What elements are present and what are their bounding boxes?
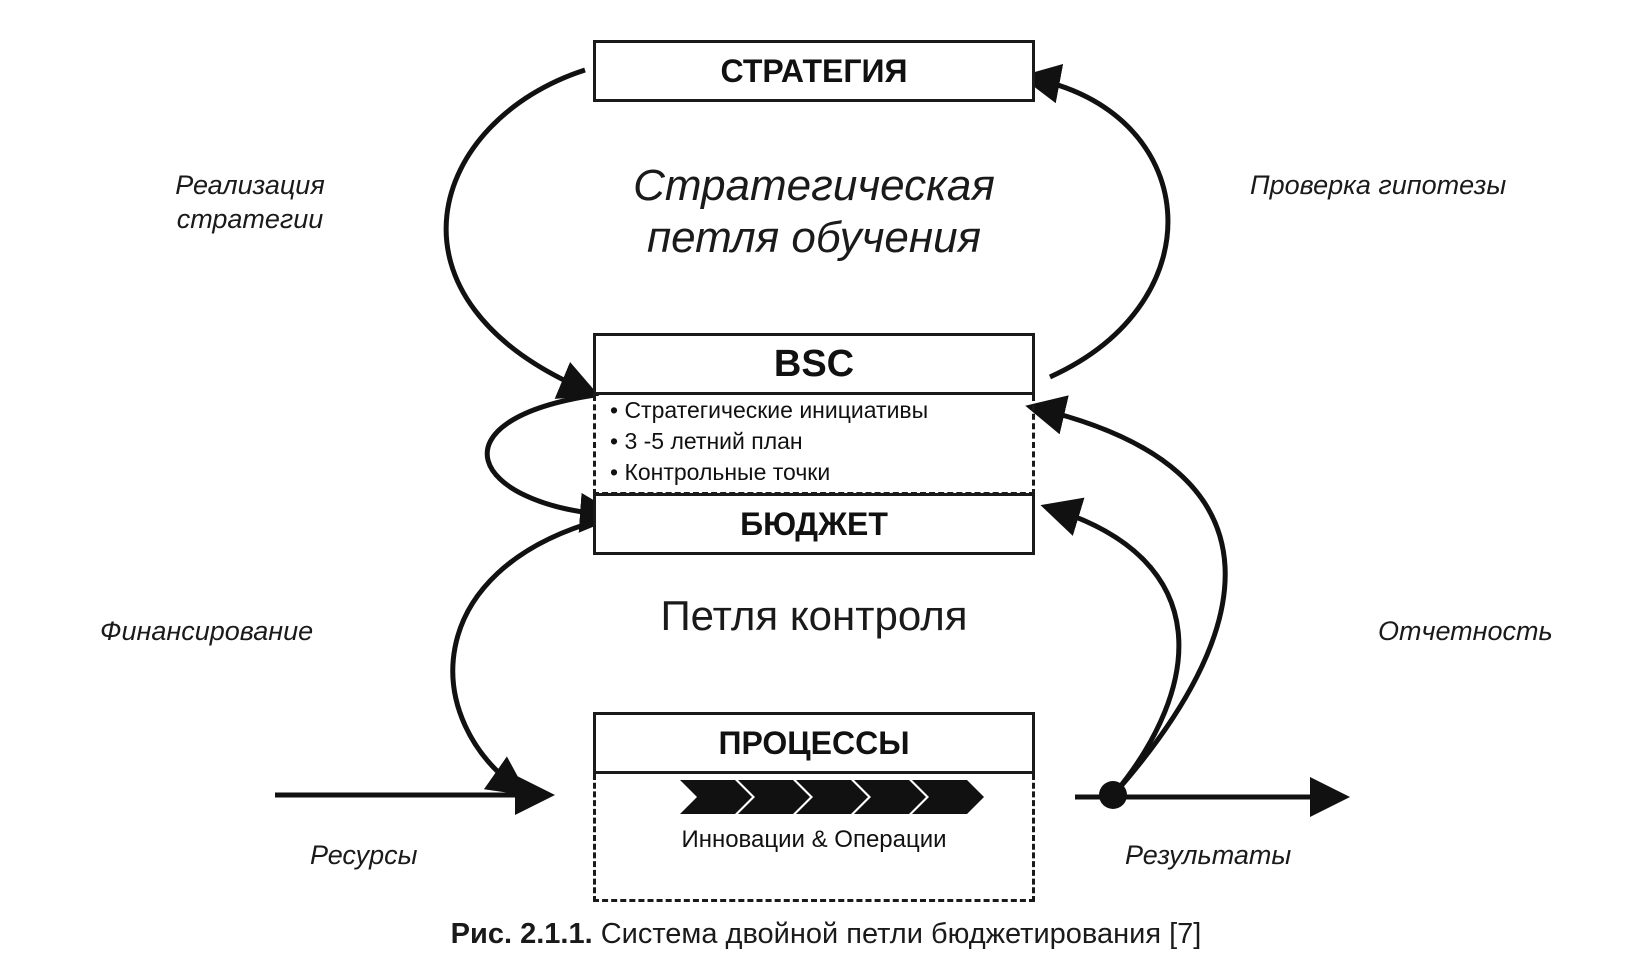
- bsc-budget-loop: [484, 392, 620, 533]
- resources-label: Ресурсы: [310, 840, 418, 870]
- budget-label: БЮДЖЕТ: [740, 505, 888, 542]
- realization-label: Реализация стратегии: [150, 168, 350, 236]
- realization-line1: Реализация: [175, 170, 325, 200]
- bsc-item-checkpoints: • Контрольные точки: [610, 459, 831, 485]
- hypothesis-label: Проверка гипотезы: [1250, 170, 1507, 200]
- financing-label: Финансирование: [100, 616, 314, 646]
- reporting-label: Отчетность: [1378, 616, 1553, 646]
- budget-box: БЮДЖЕТ: [593, 493, 1035, 555]
- processes-caption: Инновации & Операции: [681, 826, 947, 853]
- results-node: [1099, 781, 1127, 809]
- process-chevrons: [680, 780, 984, 814]
- processes-details-box: Инновации & Операции: [593, 774, 1035, 902]
- figure-caption-text: Система двойной петли бюджетирования [7]: [592, 918, 1202, 950]
- figure-caption-prefix: Рис. 2.1.1.: [450, 918, 593, 950]
- control-loop-title: Петля контроля: [660, 592, 968, 639]
- results-label: Результаты: [1125, 840, 1292, 870]
- strategy-box: СТРАТЕГИЯ: [593, 40, 1035, 102]
- learning-loop-line1: Стратегическая: [633, 161, 995, 210]
- bsc-label: BSC: [773, 342, 855, 385]
- realization-arrow: [443, 67, 600, 399]
- financing-arrow: [450, 517, 601, 796]
- strategy-label: СТРАТЕГИЯ: [720, 52, 908, 89]
- hypothesis-arrow: [1020, 63, 1171, 380]
- processes-label: ПРОЦЕССЫ: [718, 724, 910, 761]
- processes-box: ПРОЦЕССЫ: [593, 712, 1035, 774]
- bsc-details-box: • Стратегические инициативы • 3 -5 летни…: [593, 395, 1035, 495]
- figure-caption: Рис. 2.1.1. Система двойной петли бюджет…: [0, 918, 1652, 951]
- bsc-item-initiatives: • Стратегические инициативы: [610, 397, 929, 423]
- reporting-to-budget-arrow: [1040, 497, 1182, 795]
- learning-loop-title: Стратегическая петля обучения: [593, 160, 1035, 264]
- bsc-box: BSC: [593, 333, 1035, 395]
- learning-loop-line2: петля обучения: [646, 213, 982, 262]
- realization-line2: стратегии: [176, 204, 324, 234]
- bsc-item-plan: • 3 -5 летний план: [610, 428, 803, 454]
- reporting-to-bsc-arrow: [1025, 395, 1228, 795]
